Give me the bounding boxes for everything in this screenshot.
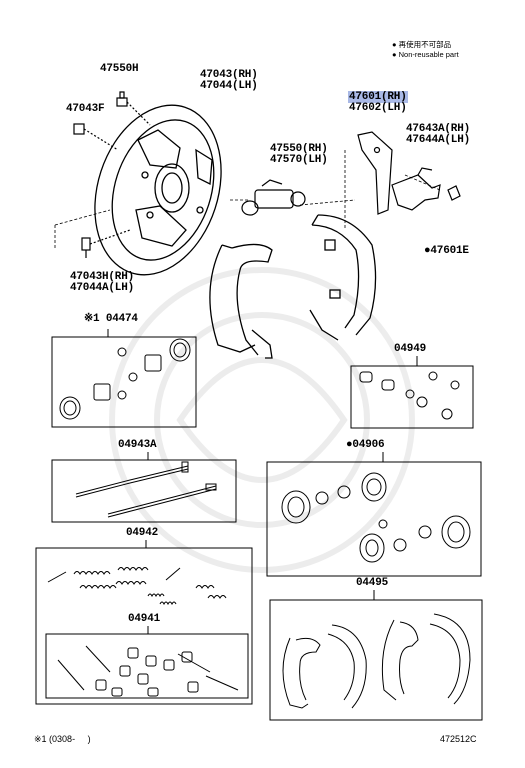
label-47044-lh[interactable]: 47044(LH): [200, 80, 258, 92]
watermark-emblem: [109, 267, 415, 573]
label-04941[interactable]: 04941: [128, 613, 161, 625]
label-04495[interactable]: 04495: [356, 577, 389, 589]
highlight-47601[interactable]: 47601(RH): [348, 91, 408, 103]
brake-shoe-right: [309, 214, 377, 341]
label-47644A-lh[interactable]: 47644A(LH): [406, 134, 471, 146]
label-47043F[interactable]: 47043F: [66, 103, 105, 115]
legend-en: ● Non-reusable part: [392, 50, 459, 59]
label-47643A-rh[interactable]: 47643A(RH): [406, 123, 471, 135]
legend: ● 再使用不可部品 ● Non-reusable part: [392, 40, 459, 60]
label-04949[interactable]: 04949: [394, 343, 427, 355]
label-47044A-lh[interactable]: 47044A(LH): [70, 282, 135, 294]
kit-box-04495: [269, 590, 483, 721]
label-04943A[interactable]: 04943A: [118, 439, 157, 451]
clip-47601E: [447, 185, 461, 201]
footer-code: 472512C: [440, 734, 477, 744]
backing-plate: [94, 104, 222, 276]
kit-box-04474: [51, 329, 197, 428]
strut: [391, 167, 441, 211]
kit-box-04906: [266, 452, 482, 577]
label-47570-lh[interactable]: 47570(LH): [270, 154, 328, 166]
footer-note: ※1 (0308- ): [34, 734, 91, 744]
label-47601-rh[interactable]: 47601(RH): [348, 91, 408, 103]
bleeder-bolts: [73, 91, 151, 258]
legend-jp: ● 再使用不可部品: [392, 40, 452, 49]
label-47601E[interactable]: ●47601E: [424, 245, 469, 257]
label-47550-rh[interactable]: 47550(RH): [270, 143, 328, 155]
brake-shoe-left: [209, 243, 273, 359]
label-04474[interactable]: ※1 04474: [84, 313, 138, 325]
kit-box-04941: [45, 626, 249, 699]
label-04942[interactable]: 04942: [126, 527, 159, 539]
label-47043H-rh[interactable]: 47043H(RH): [70, 271, 135, 283]
wheel-cylinder: [241, 179, 306, 216]
label-47550H[interactable]: 47550H: [100, 63, 139, 75]
parking-lever: [357, 131, 393, 215]
kit-box-04943A: [51, 452, 237, 523]
label-47043-rh[interactable]: 47043(RH): [200, 69, 258, 81]
label-04906[interactable]: ●04906: [346, 439, 385, 451]
label-47602-lh[interactable]: 47602(LH): [349, 102, 407, 114]
kit-box-04949: [350, 356, 474, 429]
kit-box-04942: [35, 540, 253, 705]
